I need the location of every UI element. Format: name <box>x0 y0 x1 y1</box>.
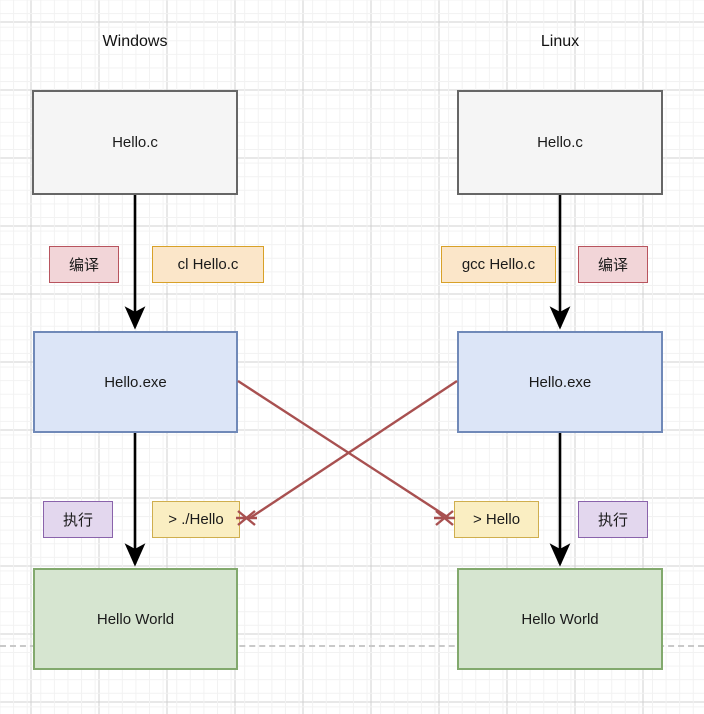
node-windows-source[interactable]: Hello.c <box>32 90 238 195</box>
horizontal-guide-line <box>0 645 704 647</box>
tag-linux-run-action[interactable]: 执行 <box>578 501 648 538</box>
tag-windows-compile-action[interactable]: 编译 <box>49 246 119 283</box>
cross-link-windows-to-linux <box>237 379 450 520</box>
tag-windows-run-command[interactable]: > ./Hello <box>152 501 240 538</box>
tag-linux-compile-action[interactable]: 编译 <box>578 246 648 283</box>
tag-windows-compile-command[interactable]: cl Hello.c <box>152 246 264 283</box>
tag-linux-compile-command[interactable]: gcc Hello.c <box>441 246 556 283</box>
node-windows-binary[interactable]: Hello.exe <box>33 331 238 433</box>
tag-linux-run-command[interactable]: > Hello <box>454 501 539 538</box>
node-windows-output[interactable]: Hello World <box>33 568 238 670</box>
node-linux-output[interactable]: Hello World <box>457 568 663 670</box>
column-title-windows: Windows <box>102 33 168 50</box>
node-linux-source[interactable]: Hello.c <box>457 90 663 195</box>
node-linux-binary[interactable]: Hello.exe <box>457 331 663 433</box>
cross-link-linux-to-windows <box>249 379 458 520</box>
column-title-linux: Linux <box>540 33 580 50</box>
tag-windows-run-action[interactable]: 执行 <box>43 501 113 538</box>
x-cross-icon-linux-run <box>434 510 455 526</box>
